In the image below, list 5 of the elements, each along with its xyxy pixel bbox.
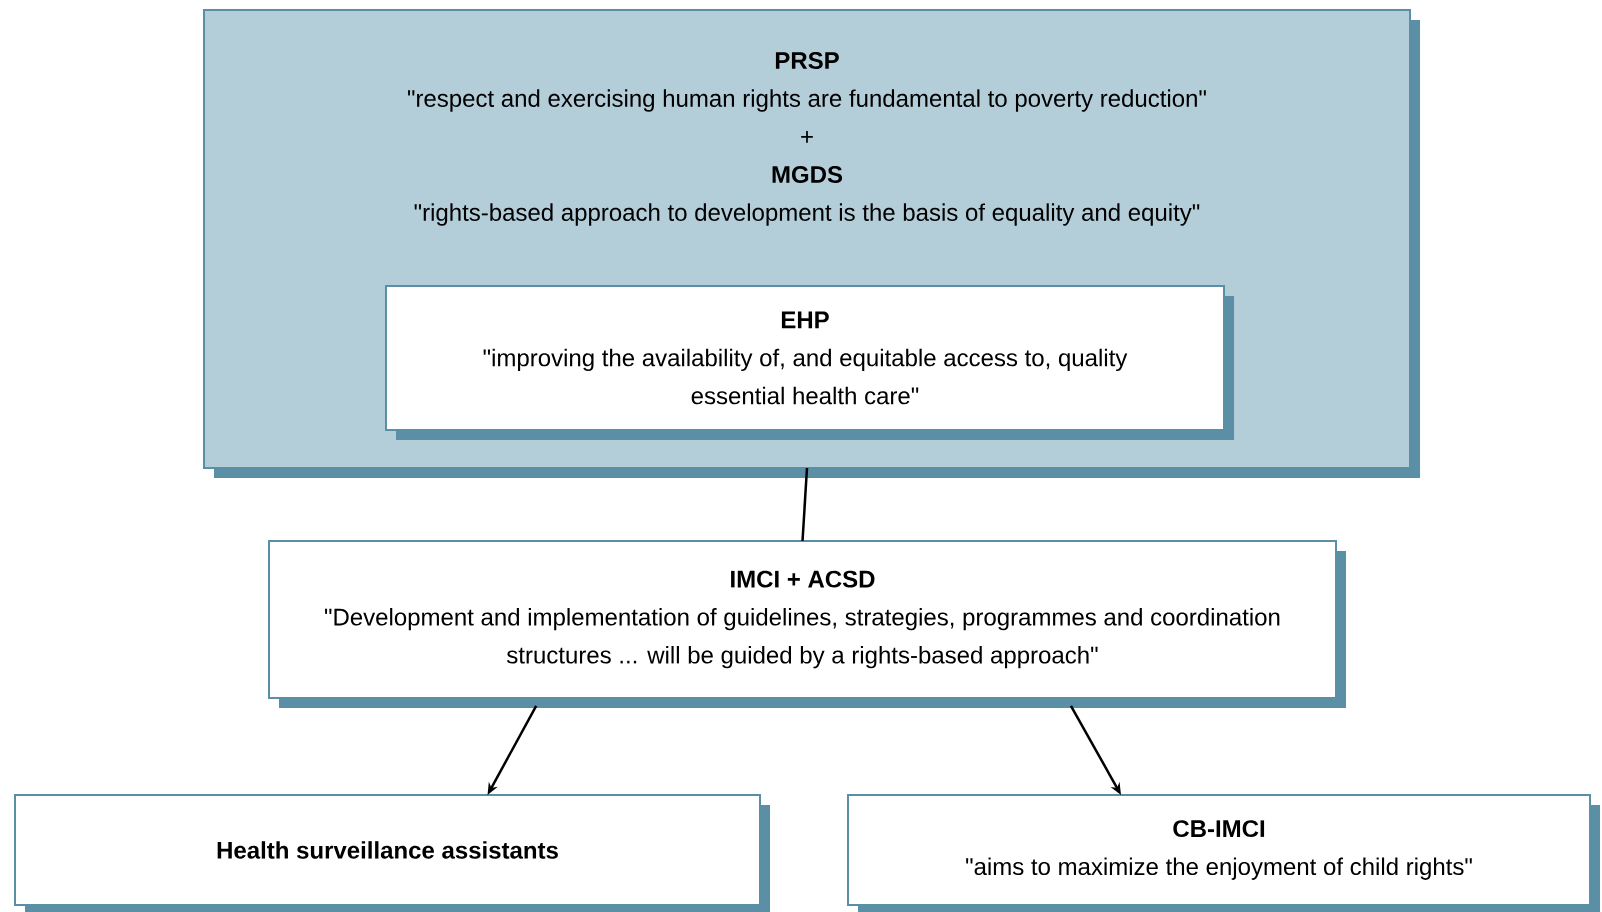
quote-box: IMCI + ACSD "Development and implementation of guidelines, strategies, programmes and coordination structures ... will be guided by a rights-based approach"	[268, 540, 1346, 708]
connector-line	[801, 467, 809, 542]
quote-box: EHP "improving the availability of, and equitable access to, quality essential health care"	[385, 285, 1234, 440]
quote-box: Health surveillance assistants	[14, 794, 770, 912]
quote-box: CB-IMCI "aims to maximize the enjoyment of child rights"	[847, 794, 1601, 912]
